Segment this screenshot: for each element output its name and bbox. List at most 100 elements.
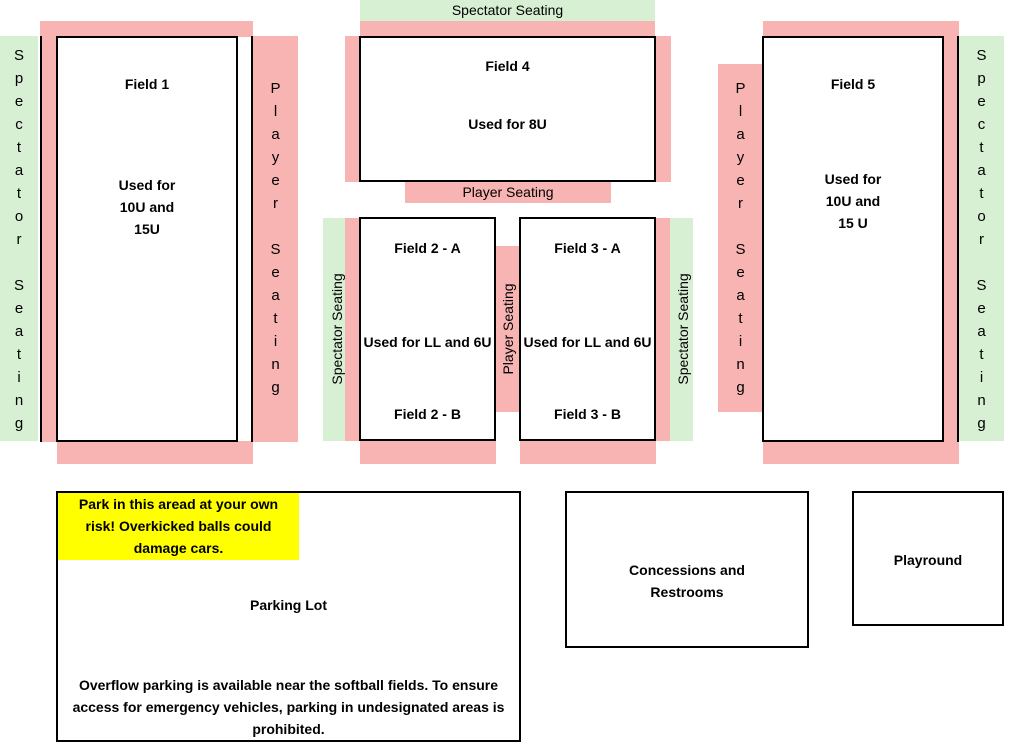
seating-letter: g xyxy=(271,379,280,396)
field5-bottom-strip xyxy=(763,441,959,464)
field2-left-strip xyxy=(345,218,360,441)
field-4-title: Field 4 xyxy=(485,58,530,74)
seating-letter: S xyxy=(13,277,24,294)
seating-letter: n xyxy=(977,392,986,409)
seating-letter: t xyxy=(738,310,743,327)
seating-letter: P xyxy=(735,80,746,97)
field-3-use: Used for LL and 6U xyxy=(523,334,652,350)
field-1-title: Field 1 xyxy=(124,76,170,92)
seating-letter: e xyxy=(14,93,24,110)
spectator-seating-field2-rot-wrap: Spectator Seating xyxy=(323,218,345,441)
seating-letter: o xyxy=(14,208,24,225)
seating-letter xyxy=(17,251,21,274)
seating-letter: a xyxy=(977,162,986,179)
field-4: Field 4 Used for 8U xyxy=(359,36,656,182)
seating-letter: n xyxy=(271,356,280,373)
field1-top-strip xyxy=(40,21,253,37)
seating-letter xyxy=(273,215,277,238)
field1-right-divider xyxy=(251,36,253,442)
player-seating-field1 xyxy=(253,36,298,442)
concessions-label: Concessions and Restrooms xyxy=(629,562,745,600)
field1-left-strip xyxy=(40,36,56,442)
field-2a-title: Field 2 - A xyxy=(394,240,461,256)
seating-letter: g xyxy=(14,415,24,432)
player-seating-field4: Player Seating xyxy=(405,182,611,203)
field5-right-border xyxy=(957,36,959,442)
concessions-restrooms: Concessions and Restrooms xyxy=(565,491,809,648)
seating-letter: l xyxy=(273,103,278,120)
field3-bottom-strip xyxy=(520,441,656,464)
seating-letter: l xyxy=(738,103,743,120)
seating-letter: r xyxy=(16,231,22,248)
spectator-seating-left xyxy=(0,36,38,441)
field4-left-strip xyxy=(345,36,361,182)
field-5-title: Field 5 xyxy=(830,76,876,92)
seating-letter: e xyxy=(271,264,280,281)
playground-label: Playround xyxy=(893,552,963,568)
field-3: Field 3 - A Used for LL and 6U Field 3 -… xyxy=(519,217,656,441)
seating-letter: a xyxy=(14,323,24,340)
field-3b-title: Field 3 - B xyxy=(554,406,621,422)
playground: Playround xyxy=(852,491,1004,626)
field-5: Field 5 Used for 10U and 15 U xyxy=(762,36,944,442)
seating-letter: r xyxy=(738,195,743,212)
seating-letter: t xyxy=(16,185,22,202)
spectator-seating-field2-label: Spectator Seating xyxy=(329,273,345,385)
seating-letter: a xyxy=(271,287,280,304)
seating-letter: g xyxy=(736,379,745,396)
seating-letter: i xyxy=(738,333,743,350)
seating-letter: t xyxy=(16,139,22,156)
player-seating-field5 xyxy=(718,64,763,412)
seating-letter: c xyxy=(15,116,23,133)
player-seating-middle-rot-wrap: Player Seating xyxy=(496,246,520,412)
parking-overflow-note: Overflow parking is available near the s… xyxy=(72,677,505,737)
field5-top-strip xyxy=(763,21,959,37)
seating-letter: n xyxy=(14,392,24,409)
seating-letter: S xyxy=(976,47,987,64)
seating-letter: S xyxy=(976,277,987,294)
spectator-seating-field3 xyxy=(670,218,693,441)
parking-warning: Park in this aread at your own risk! Ove… xyxy=(58,493,299,560)
field-2b-title: Field 2 - B xyxy=(394,406,461,422)
spectator-seating-field3-rot-wrap: Spectator Seating xyxy=(670,218,693,441)
seating-letter: e xyxy=(736,172,745,189)
field-2-use: Used for LL and 6U xyxy=(363,334,492,350)
field-3a-title: Field 3 - A xyxy=(554,240,621,256)
seating-letter: t xyxy=(979,139,984,156)
spectator-seating-top: Spectator Seating xyxy=(360,0,655,21)
field3-right-strip xyxy=(656,218,670,441)
field5-right-strip xyxy=(943,36,959,442)
seating-letter: e xyxy=(977,300,986,317)
field2-bottom-strip xyxy=(360,441,496,464)
seating-letter: a xyxy=(977,323,986,340)
seating-letter: e xyxy=(736,264,745,281)
seating-letter: e xyxy=(14,300,24,317)
field1-left-border xyxy=(40,36,42,442)
seating-letter: a xyxy=(736,126,745,143)
seating-letter: t xyxy=(979,346,984,363)
seating-letter: t xyxy=(273,310,278,327)
seating-letter: P xyxy=(270,80,281,97)
seating-letter: g xyxy=(977,415,986,432)
seating-letter: a xyxy=(736,287,745,304)
seating-letter: i xyxy=(273,333,278,350)
seating-letter: r xyxy=(979,231,984,248)
seating-letter: e xyxy=(271,172,280,189)
seating-letter: r xyxy=(273,195,278,212)
seating-letter: y xyxy=(271,149,280,166)
seating-letter: S xyxy=(270,241,281,258)
field-4-use: Used for 8U xyxy=(468,116,547,132)
seating-letter: i xyxy=(17,369,21,386)
spectator-seating-right xyxy=(959,36,1004,441)
player-seating-middle-label: Player Seating xyxy=(500,283,516,375)
seating-letter: p xyxy=(14,70,24,87)
field1-bottom-strip xyxy=(57,441,253,464)
seating-letter: t xyxy=(979,185,984,202)
spectator-seating-top-label: Spectator Seating xyxy=(451,2,564,18)
seating-letter xyxy=(979,251,983,274)
field4-top-strip xyxy=(360,21,655,37)
seating-letter: e xyxy=(977,93,986,110)
parking-lot-title: Parking Lot xyxy=(249,597,327,613)
